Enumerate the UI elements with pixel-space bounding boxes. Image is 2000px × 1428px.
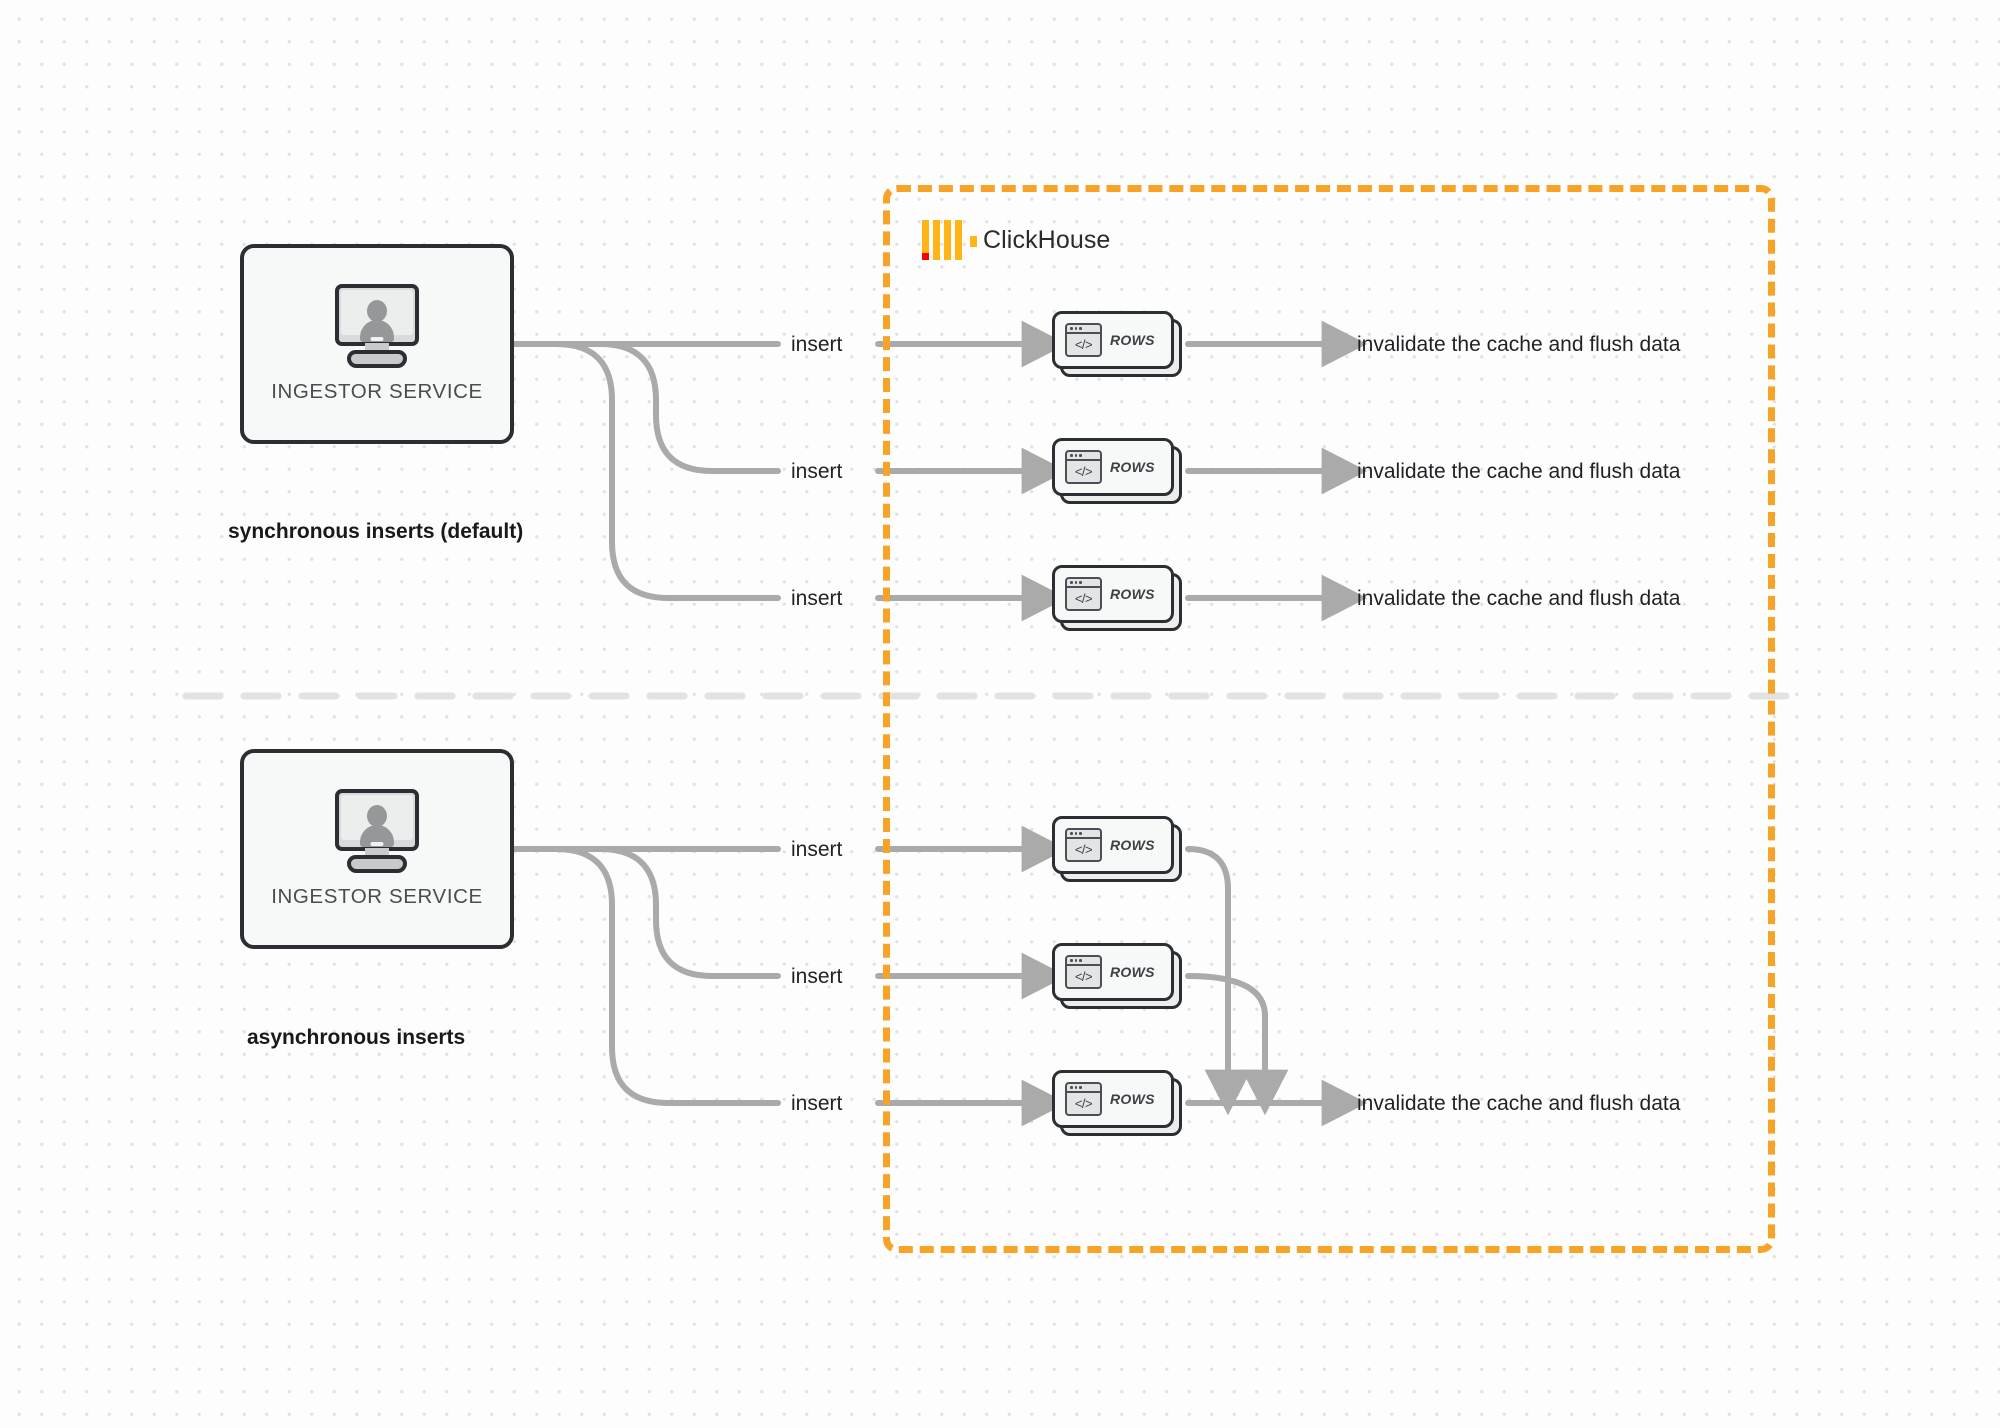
edge-label-insert-async-3: insert (791, 1092, 843, 1115)
code-window-icon: </> (1065, 955, 1102, 989)
avatar-body (360, 825, 394, 847)
logo-red-square (922, 253, 929, 260)
logo-bar-1 (922, 220, 929, 260)
code-glyph: </> (1074, 969, 1093, 984)
avatar-body (360, 320, 394, 342)
monitor-base (347, 855, 407, 873)
monitor-user-icon (329, 789, 425, 873)
rows-card-front: </> ROWS (1052, 565, 1174, 623)
edge-label-flush-sync-1: invalidate the cache and flush data (1357, 333, 1681, 356)
window-dot (1074, 959, 1077, 962)
code-window-titlebar (1067, 1084, 1100, 1093)
code-glyph: </> (1074, 842, 1093, 857)
monitor-user-icon (329, 284, 425, 368)
edge-label-insert-sync-3: insert (791, 587, 843, 610)
window-dot (1079, 959, 1082, 962)
window-dot (1079, 327, 1082, 330)
window-dot (1074, 454, 1077, 457)
wire-sync-branch-row3 (553, 341, 781, 601)
rows-card-sync-1[interactable]: </> ROWS (1052, 311, 1182, 377)
sidebar-item-ingestor-service-sync[interactable]: INGESTOR SERVICE (240, 244, 514, 444)
code-window-icon: </> (1065, 577, 1102, 611)
service-label: INGESTOR SERVICE (271, 380, 483, 403)
logo-bar-4 (955, 220, 962, 260)
sidebar-item-ingestor-service-async[interactable]: INGESTOR SERVICE (240, 749, 514, 949)
window-dot (1079, 832, 1082, 835)
monitor-notch (370, 337, 384, 341)
rows-card-front: </> ROWS (1052, 311, 1174, 369)
rows-card-async-3[interactable]: </> ROWS (1052, 1070, 1182, 1136)
code-window-titlebar (1067, 579, 1100, 588)
rows-card-async-1[interactable]: </> ROWS (1052, 816, 1182, 882)
window-dot (1070, 327, 1073, 330)
window-dot (1074, 327, 1077, 330)
code-window-titlebar (1067, 957, 1100, 966)
monitor-inner (341, 290, 413, 342)
rows-card-async-2[interactable]: </> ROWS (1052, 943, 1182, 1009)
code-window-icon: </> (1065, 323, 1102, 357)
avatar-head (367, 300, 387, 322)
rows-label: ROWS (1110, 459, 1155, 475)
window-dot (1070, 832, 1073, 835)
window-dot (1070, 454, 1073, 457)
rows-card-sync-3[interactable]: </> ROWS (1052, 565, 1182, 631)
code-window-titlebar (1067, 452, 1100, 461)
rows-card-front: </> ROWS (1052, 1070, 1174, 1128)
edge-label-insert-sync-1: insert (791, 333, 843, 356)
rows-card-front: </> ROWS (1052, 438, 1174, 496)
window-dot (1074, 581, 1077, 584)
rows-card-sync-2[interactable]: </> ROWS (1052, 438, 1182, 504)
wire-async-branch-row3 (553, 846, 781, 1106)
edge-label-flush-sync-2: invalidate the cache and flush data (1357, 460, 1681, 483)
wire-async-branch-row2 (597, 846, 781, 979)
clickhouse-boundary (883, 185, 1775, 1253)
section-caption-synchronous: synchronous inserts (default) (228, 520, 524, 543)
window-dot (1079, 454, 1082, 457)
edge-label-insert-async-1: insert (791, 838, 843, 861)
window-dot (1079, 1086, 1082, 1089)
section-caption-asynchronous: asynchronous inserts (247, 1026, 466, 1049)
logo-bar-3 (944, 220, 951, 260)
code-window-titlebar (1067, 830, 1100, 839)
logo-bar-2 (933, 220, 940, 260)
rows-card-front: </> ROWS (1052, 943, 1174, 1001)
service-label: INGESTOR SERVICE (271, 885, 483, 908)
rows-card-front: </> ROWS (1052, 816, 1174, 874)
clickhouse-logo-group: ClickHouse (922, 220, 1110, 260)
avatar-head (367, 805, 387, 827)
clickhouse-logo (922, 220, 977, 260)
code-glyph: </> (1074, 464, 1093, 479)
monitor-screen (335, 284, 419, 346)
monitor-inner (341, 795, 413, 847)
window-dot (1074, 832, 1077, 835)
code-glyph: </> (1074, 591, 1093, 606)
monitor-base (347, 350, 407, 368)
edge-label-insert-async-2: insert (791, 965, 843, 988)
code-glyph: </> (1074, 337, 1093, 352)
code-window-icon: </> (1065, 828, 1102, 862)
monitor-notch (370, 842, 384, 846)
rows-label: ROWS (1110, 837, 1155, 853)
rows-label: ROWS (1110, 586, 1155, 602)
logo-stub-square (970, 236, 977, 247)
window-dot (1074, 1086, 1077, 1089)
clickhouse-label: ClickHouse (983, 225, 1111, 254)
code-window-titlebar (1067, 325, 1100, 334)
code-glyph: </> (1074, 1096, 1093, 1111)
code-window-icon: </> (1065, 450, 1102, 484)
window-dot (1079, 581, 1082, 584)
rows-label: ROWS (1110, 332, 1155, 348)
edge-label-flush-async-merged: invalidate the cache and flush data (1357, 1092, 1681, 1115)
code-window-icon: </> (1065, 1082, 1102, 1116)
rows-label: ROWS (1110, 1091, 1155, 1107)
window-dot (1070, 959, 1073, 962)
edge-label-flush-sync-3: invalidate the cache and flush data (1357, 587, 1681, 610)
rows-label: ROWS (1110, 964, 1155, 980)
wire-sync-branch-row2 (597, 341, 781, 474)
window-dot (1070, 1086, 1073, 1089)
window-dot (1070, 581, 1073, 584)
edge-label-insert-sync-2: insert (791, 460, 843, 483)
